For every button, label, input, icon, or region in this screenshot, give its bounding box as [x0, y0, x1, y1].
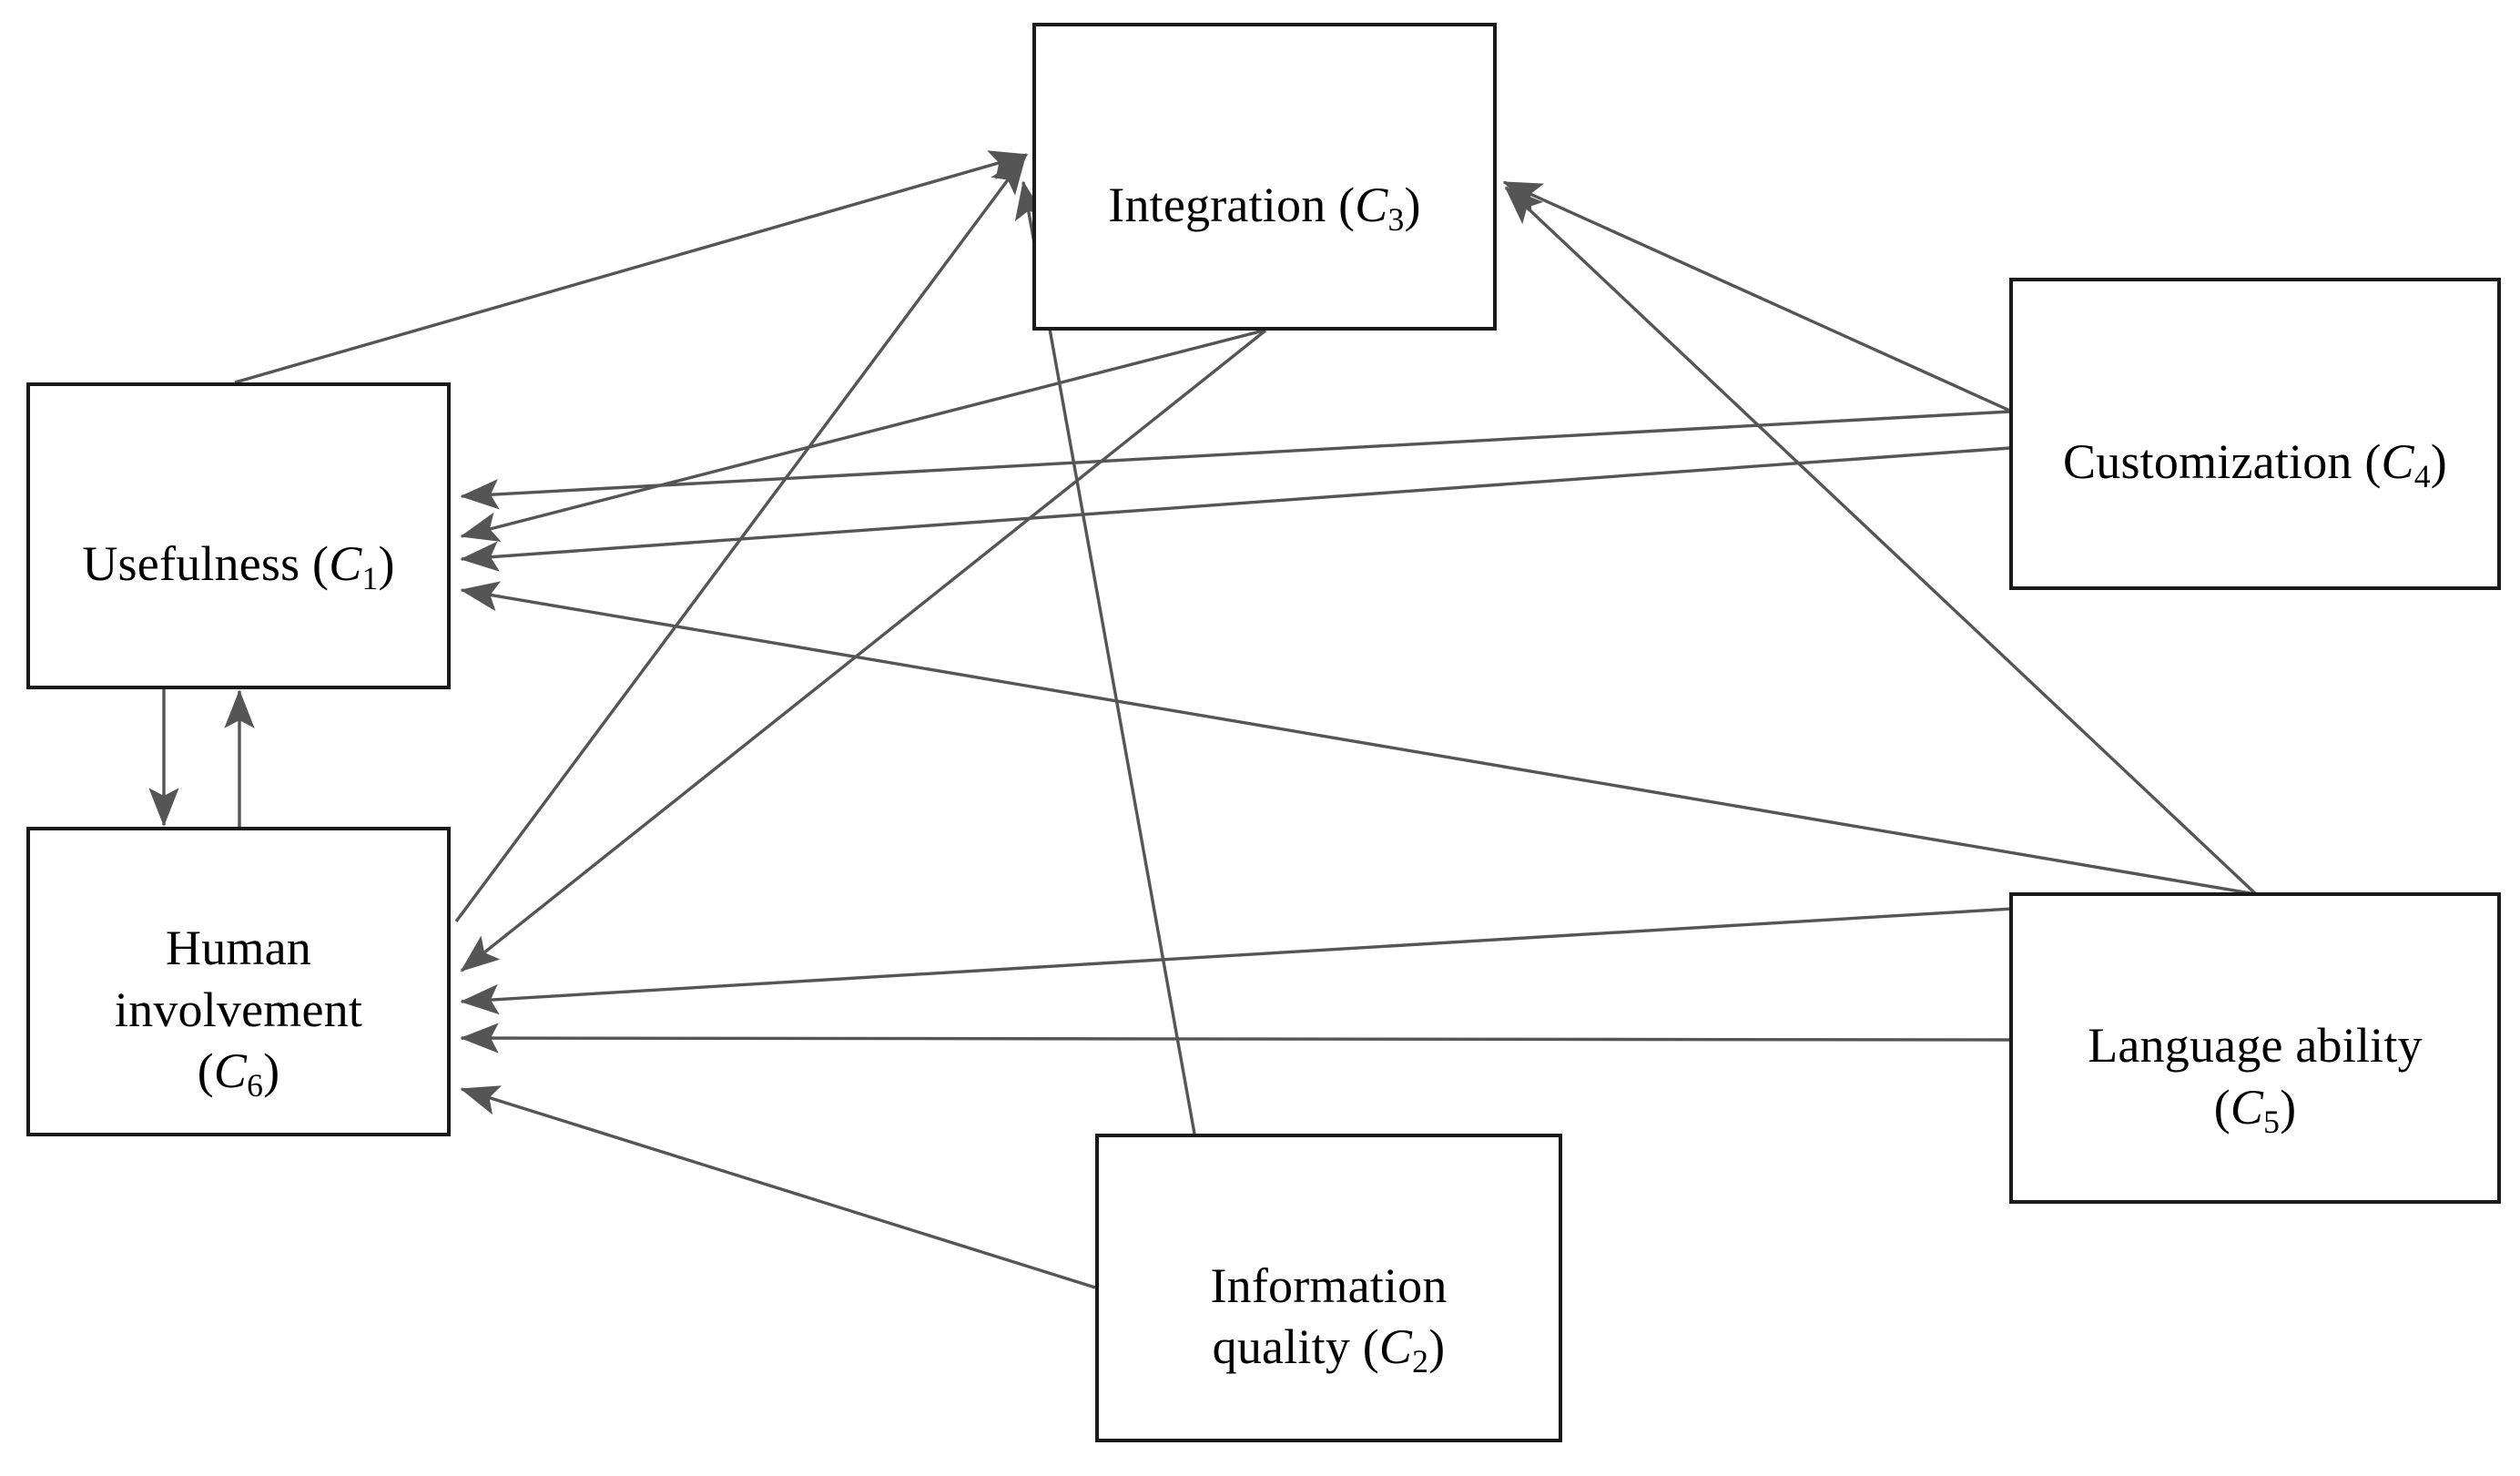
edge-c5-to-c3: [1504, 186, 2258, 896]
edge-c3-to-c6: [460, 329, 1267, 972]
node-human-involvement[interactable]: Human involvement(C6): [26, 827, 451, 1136]
node-usefulness[interactable]: Usefulness (C1): [26, 382, 451, 689]
node-customization[interactable]: Customization (C4): [2009, 278, 2501, 590]
edge-c2-to-c3: [1014, 180, 1196, 1135]
edge-c1-to-c3: [234, 150, 1029, 384]
edge-c4-to-c6: [460, 892, 2257, 1015]
node-integration-label: Integration (C3): [1108, 177, 1421, 238]
edge-c5-to-c6: [460, 1023, 2010, 1054]
node-customization-label: Customization (C4): [2063, 434, 2447, 495]
edge-c4-to-c1: [460, 410, 2011, 510]
node-language-ability[interactable]: Language ability(C5): [2009, 892, 2501, 1204]
edge-c2-to-c6: [460, 1085, 1096, 1289]
edge-c4-to-c1-alt: [460, 446, 2011, 572]
edge-c3-to-c1: [460, 329, 1265, 542]
node-language-ability-label: Language ability(C5): [2088, 1018, 2423, 1140]
node-integration[interactable]: Integration (C3): [1032, 23, 1497, 331]
node-usefulness-label: Usefulness (C1): [82, 536, 395, 597]
node-human-involvement-label: Human involvement(C6): [114, 921, 363, 1104]
edge-c5-to-c1: [460, 581, 2257, 896]
edge-c4-to-c3: [1502, 180, 2013, 413]
